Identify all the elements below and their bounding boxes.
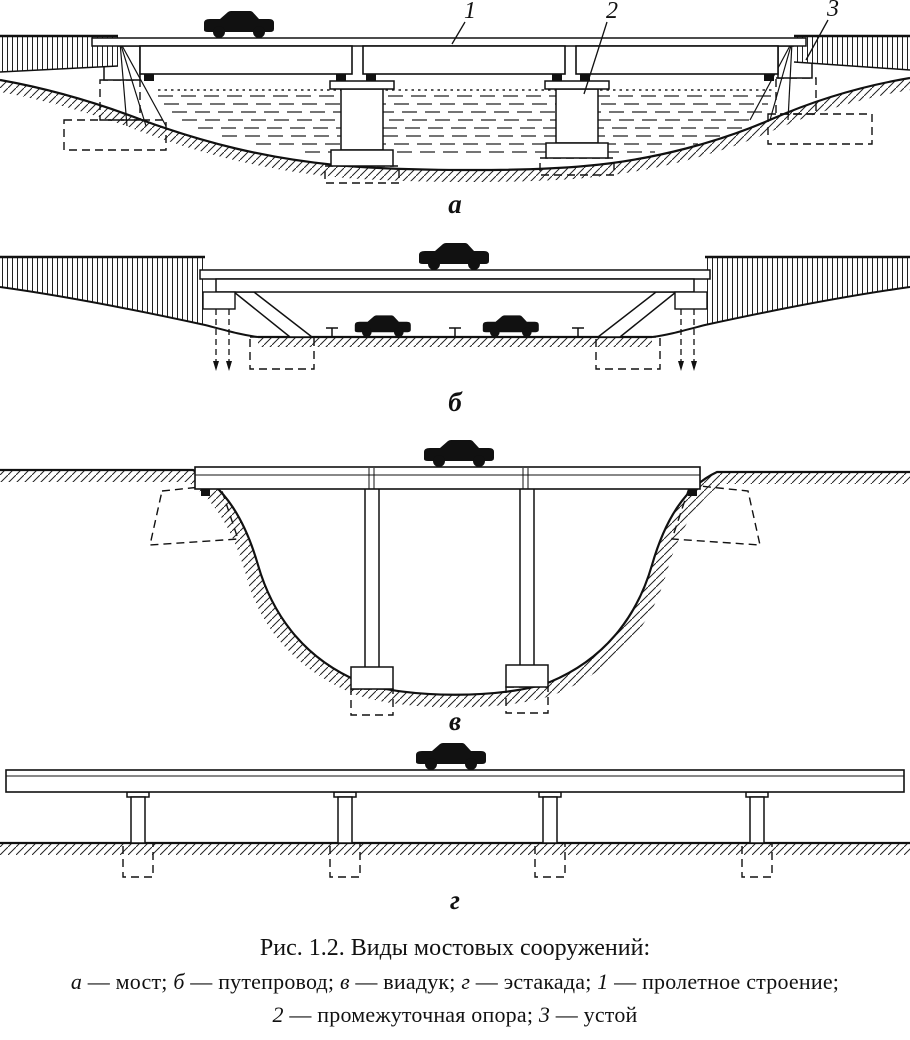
figure-legend-line2: 2 — промежуточная опора; 3 — устой [272, 1002, 638, 1027]
foundation-dashed-boxes [63, 77, 873, 184]
embankment-left [0, 255, 259, 338]
frame-leg-right [595, 291, 679, 338]
abutment-seat-right [674, 291, 708, 310]
abutment-seat-left [202, 291, 236, 310]
ground-hatching [258, 337, 652, 347]
valley-terrain-line [0, 468, 910, 696]
deck-slab [199, 269, 711, 280]
callout-pier-number: 2 [606, 0, 618, 24]
embankment-left [0, 34, 119, 73]
bearings [144, 74, 774, 81]
pile-tips [213, 361, 697, 371]
pier-footing-left [350, 666, 394, 690]
panel-g-trestle-drawing: г [0, 743, 910, 915]
embankment-right [793, 34, 910, 71]
panel-b-overpass-drawing: б [0, 243, 910, 417]
pier-footing-right [505, 664, 549, 688]
frame-leg-left [231, 291, 315, 338]
car-icon [204, 11, 274, 38]
trestle-piers [126, 791, 769, 844]
panel-a-bridge-drawing: 1 2 3 а [0, 0, 910, 219]
tall-piers [364, 489, 535, 667]
panel-g-label: г [450, 885, 460, 915]
abutment-foundation-dashed [149, 484, 761, 546]
deck-joint-slits [368, 468, 529, 489]
intermediate-pier-left [329, 80, 395, 167]
deck-beam [215, 278, 695, 293]
valley-hatching [0, 470, 910, 708]
panel-b-label: б [448, 387, 463, 417]
figure-legend-line1: а — мост; б — путепровод; в — виадук; г … [70, 969, 840, 994]
ground-hatching [0, 843, 910, 855]
car-icon-under-right [482, 315, 539, 337]
span-beams [139, 45, 779, 75]
car-icon [416, 743, 486, 770]
deck-slab [91, 37, 807, 47]
deck-beam [194, 466, 701, 490]
car-icon [424, 440, 494, 467]
water-dashed-lines [158, 95, 772, 153]
panel-v-label: в [449, 706, 461, 735]
intermediate-pier-right [544, 80, 610, 159]
pile-dashed-lines [215, 309, 695, 361]
car-icon-top [419, 243, 489, 270]
road-marker-posts [326, 327, 584, 337]
panel-a-label: а [448, 189, 462, 219]
end-bearings [201, 489, 697, 496]
figure-title: Рис. 1.2. Виды мостовых сооружений: [259, 935, 651, 961]
car-icon-under-left [354, 315, 411, 337]
callout-leader-lines [451, 19, 829, 95]
figure-caption-block: Рис. 1.2. Виды мостовых сооружений: а — … [0, 915, 910, 1028]
deck-beam [5, 769, 905, 793]
riverbed-terrain-line [0, 76, 910, 172]
embankment-right [651, 255, 910, 338]
riverbed-hatching [0, 78, 910, 183]
panel-v-viaduct-drawing: в [0, 440, 910, 735]
callout-abutment-number: 3 [826, 0, 839, 22]
foundation-dashed-boxes [249, 336, 661, 370]
callout-span-number: 1 [464, 0, 476, 24]
